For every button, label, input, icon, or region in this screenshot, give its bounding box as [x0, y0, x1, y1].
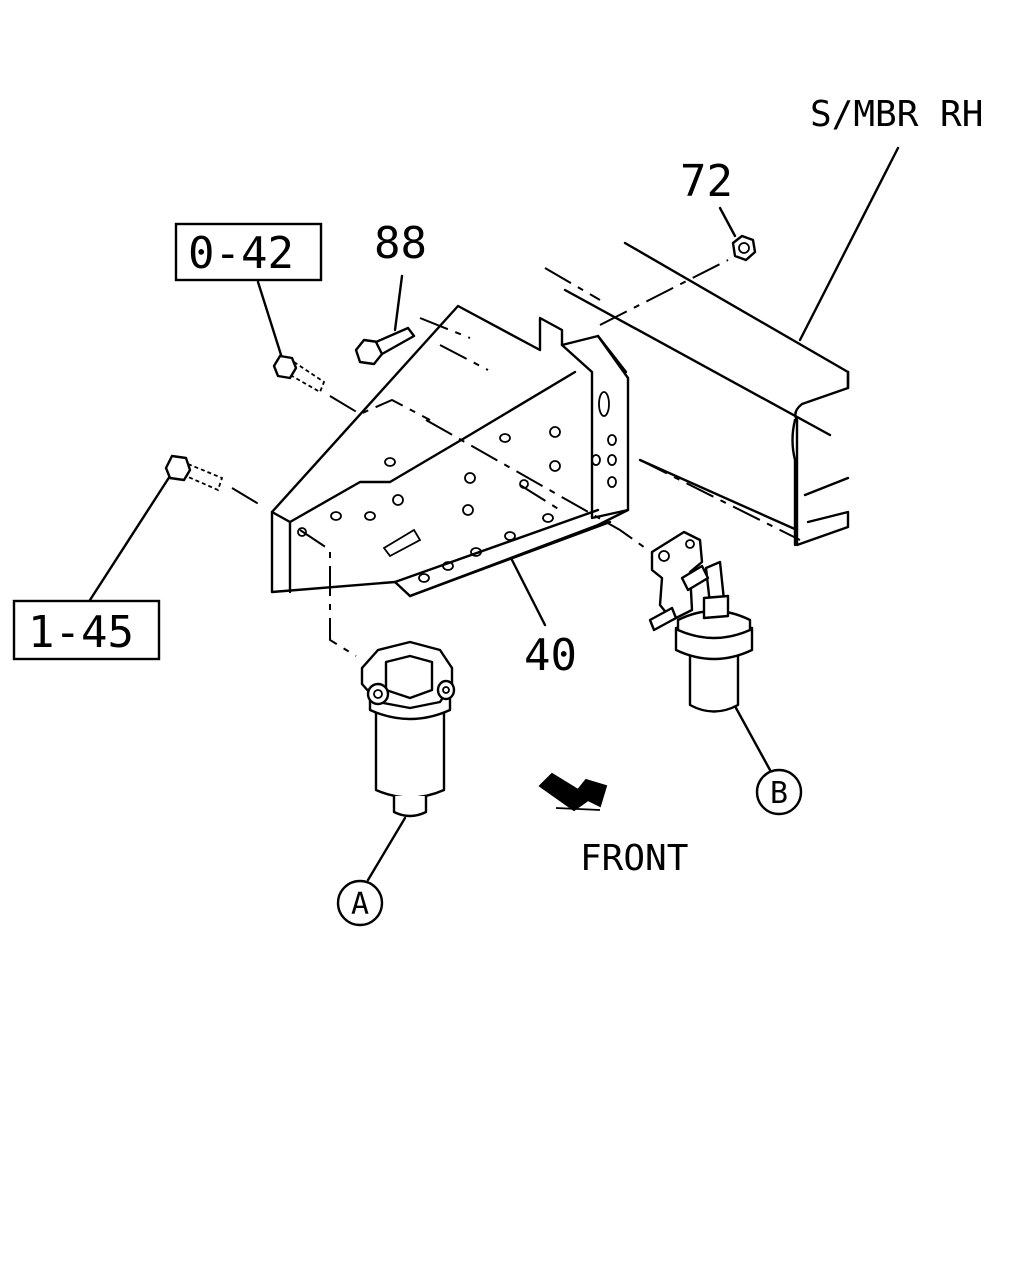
callout-a-circle [336, 879, 384, 927]
fuel-filter-a [360, 640, 456, 818]
leader-a [366, 816, 407, 882]
leader-b [734, 706, 772, 772]
ref-box-0-42 [174, 222, 323, 282]
label-72: 72 [680, 156, 733, 207]
side-member-rh [563, 241, 850, 547]
label-0-42: 0-42 [188, 228, 294, 279]
leader-88 [393, 274, 404, 332]
label-side-member: S/MBR RH [810, 94, 983, 135]
label-88: 88 [374, 218, 427, 269]
label-1-45: 1-45 [28, 607, 134, 658]
ref-box-1-45 [12, 599, 161, 661]
leader-side-member [798, 146, 900, 342]
front-arrow-icon [538, 772, 608, 812]
callout-b: B [770, 776, 788, 811]
leader-0-42 [256, 280, 284, 360]
bolt-88 [354, 326, 416, 366]
leader-1-45 [88, 474, 172, 602]
bolt-0-42 [272, 354, 326, 394]
callout-a: A [351, 887, 369, 922]
callout-b-circle [755, 768, 803, 816]
leader-72 [718, 206, 737, 238]
label-front: FRONT [580, 838, 688, 879]
leader-40 [510, 558, 547, 627]
fuel-filter-b [648, 530, 754, 713]
alignment-lines [231, 259, 801, 657]
label-40: 40 [524, 630, 577, 681]
bracket-40 [270, 304, 630, 598]
bolt-1-45 [164, 454, 224, 492]
nut-72 [731, 234, 757, 262]
